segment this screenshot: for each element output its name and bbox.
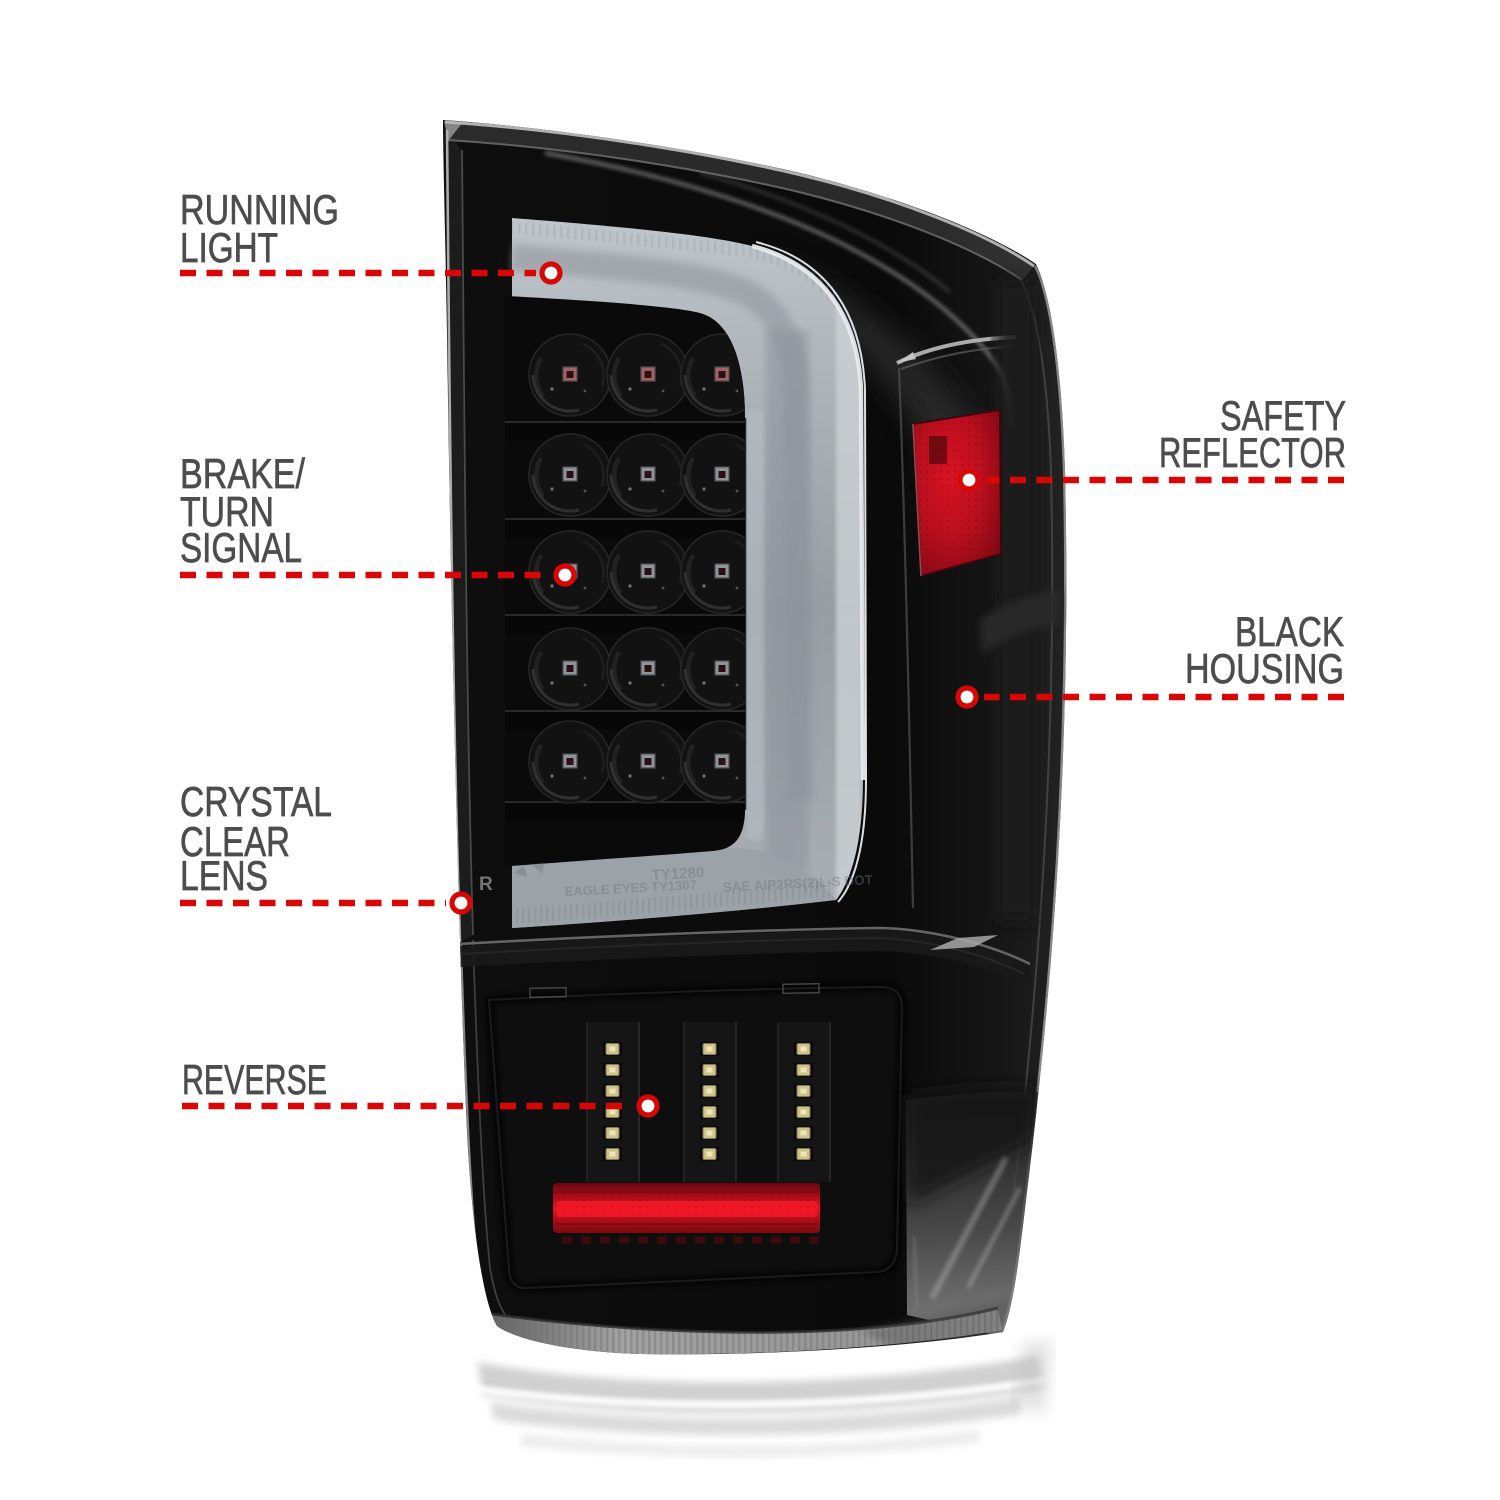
svg-text:LIGHT: LIGHT: [180, 224, 278, 271]
svg-text:REVERSE: REVERSE: [182, 1056, 327, 1103]
svg-text:R: R: [479, 874, 493, 895]
svg-text:SIGNAL: SIGNAL: [180, 524, 302, 571]
svg-text:CRYSTAL: CRYSTAL: [180, 778, 332, 825]
svg-text:TY1280: TY1280: [651, 864, 704, 884]
svg-text:RUNNING: RUNNING: [180, 186, 339, 233]
svg-text:CLEAR: CLEAR: [180, 818, 290, 865]
svg-text:REFLECTOR: REFLECTOR: [1159, 429, 1346, 476]
svg-text:TURN: TURN: [180, 488, 274, 535]
svg-text:EAGLE EYES TY1307: EAGLE EYES TY1307: [564, 877, 697, 899]
svg-text:BRAKE/: BRAKE/: [180, 450, 305, 497]
svg-text:SAFETY: SAFETY: [1220, 392, 1346, 439]
svg-text:LENS: LENS: [180, 852, 268, 899]
svg-text:HOUSING: HOUSING: [1185, 645, 1344, 692]
svg-text:BLACK: BLACK: [1235, 608, 1344, 655]
